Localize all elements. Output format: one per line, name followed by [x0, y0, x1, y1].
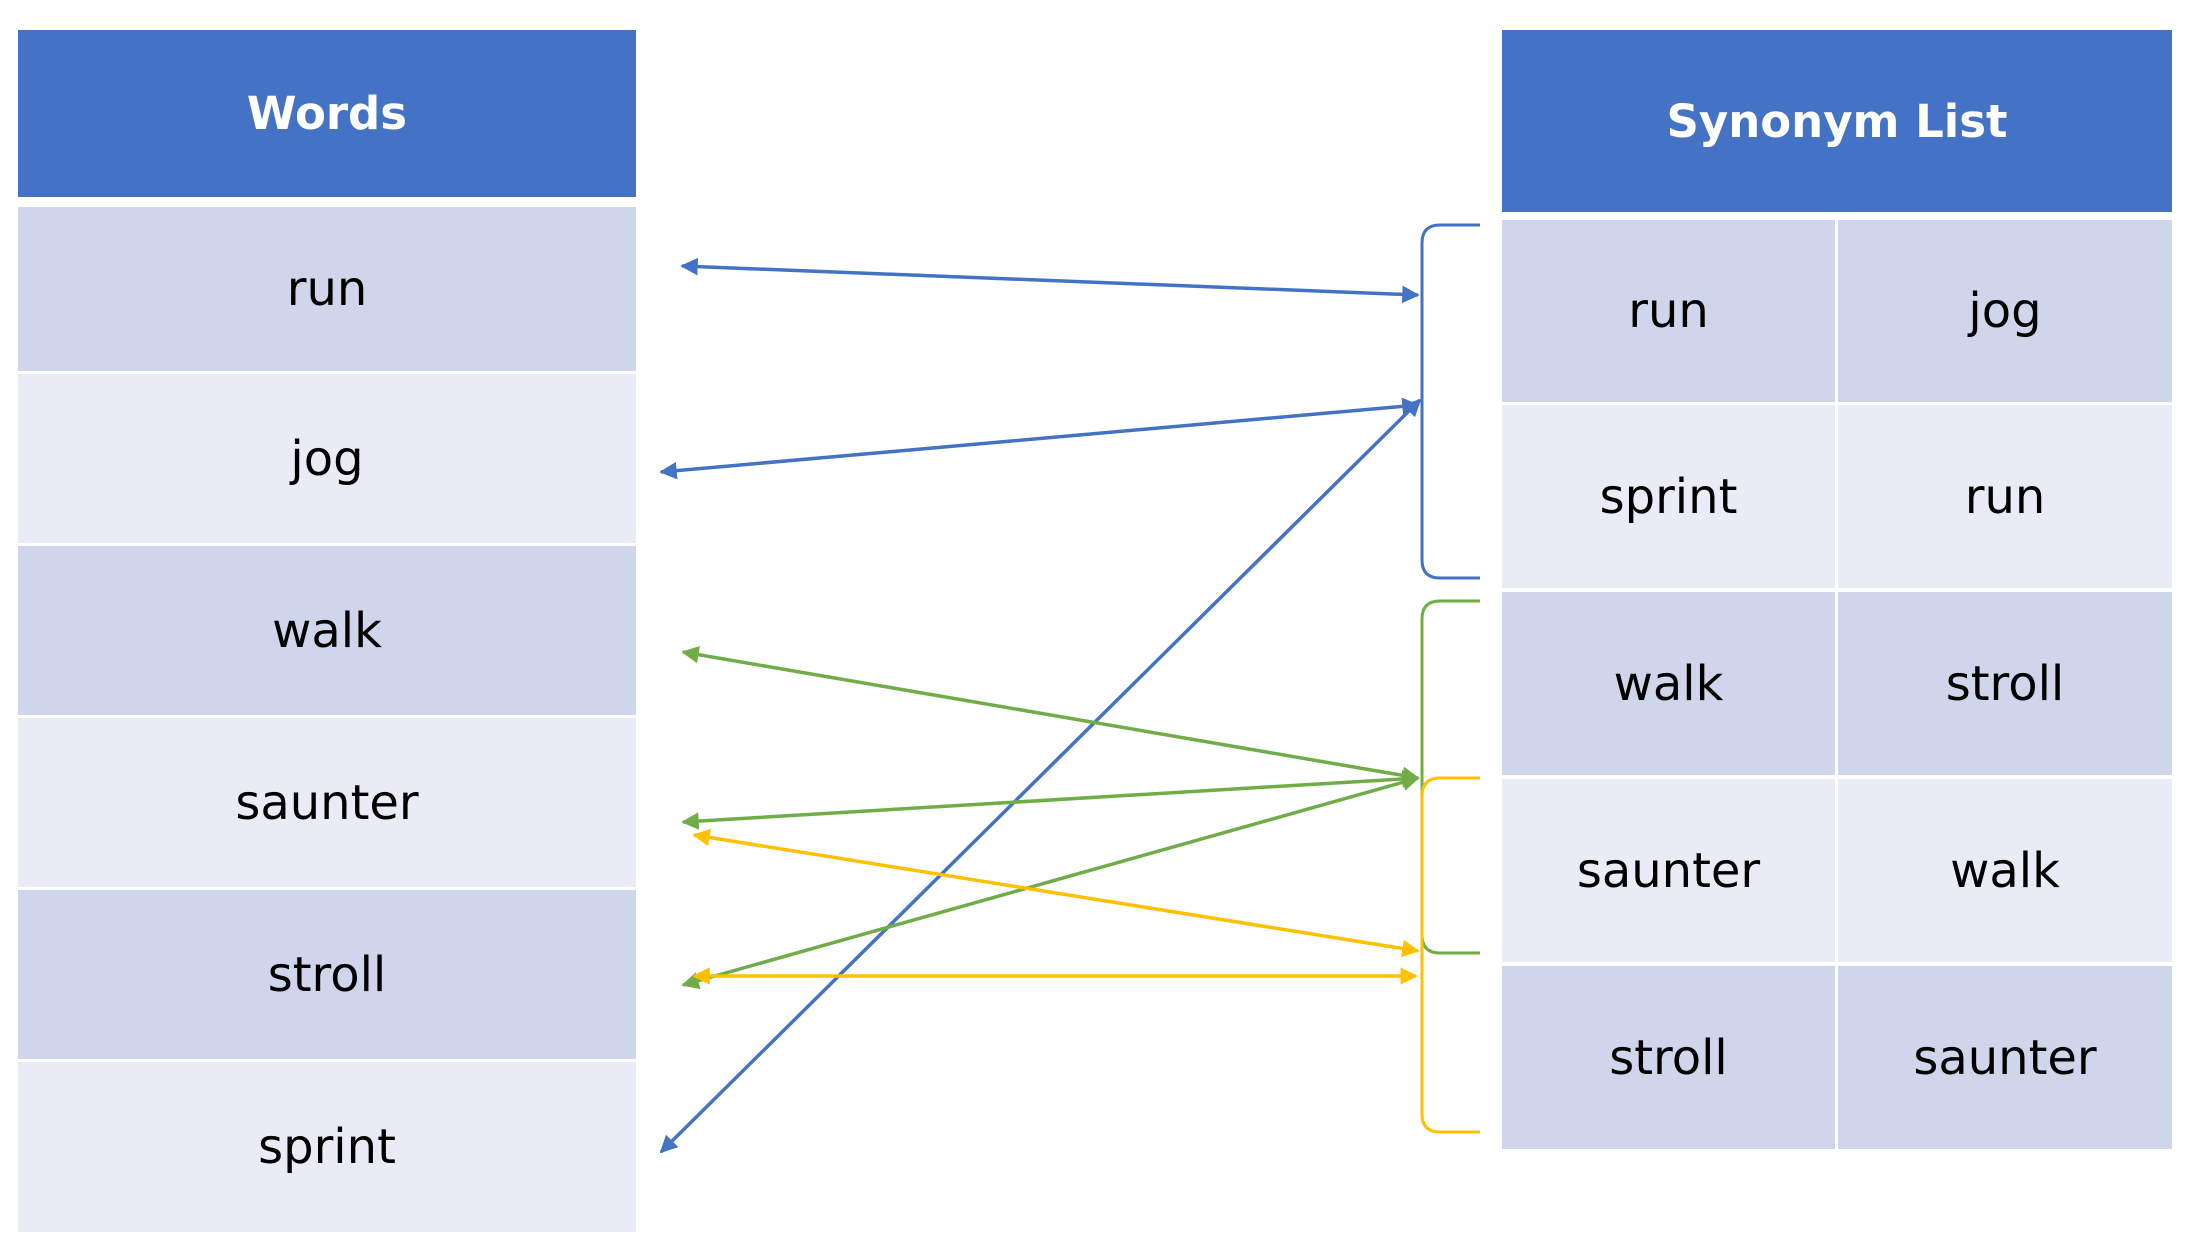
- synonym-word-cell: saunter: [1502, 779, 1835, 962]
- word-cell-run: run: [18, 207, 636, 371]
- synonym-word-cell: run: [1502, 220, 1835, 402]
- synonym-word-cell: walk: [1502, 592, 1835, 775]
- synonym-word-cell: sprint: [1502, 405, 1835, 588]
- synonym-partner-cell: run: [1838, 405, 2172, 588]
- arrow-sprint: [659, 398, 1422, 1154]
- bracket-run-group: [1420, 223, 1480, 580]
- synonym-word-cell: stroll: [1502, 966, 1835, 1149]
- synonym-partner-cell: walk: [1838, 779, 2172, 962]
- word-cell-saunter: saunter: [18, 718, 636, 887]
- synonym-header: Synonym List: [1502, 30, 2172, 212]
- bracket-walk-group: [1420, 599, 1480, 955]
- arrow-run: [680, 257, 1420, 304]
- arrow-saunter-yellow: [692, 828, 1420, 958]
- word-cell-jog: jog: [18, 374, 636, 543]
- synonym-partner-cell: stroll: [1838, 592, 2172, 775]
- synonym-partner-cell: saunter: [1838, 966, 2172, 1149]
- word-cell-stroll: stroll: [18, 890, 636, 1059]
- arrow-walk: [681, 646, 1420, 784]
- arrow-stroll-green: [681, 773, 1420, 990]
- word-cell-walk: walk: [18, 546, 636, 715]
- synonym-partner-cell: jog: [1838, 220, 2172, 402]
- arrow-saunter-green: [681, 770, 1420, 830]
- words-header: Words: [18, 30, 636, 197]
- arrow-jog: [659, 397, 1420, 480]
- bracket-saunter-group: [1420, 776, 1480, 1134]
- word-cell-sprint: sprint: [18, 1062, 636, 1232]
